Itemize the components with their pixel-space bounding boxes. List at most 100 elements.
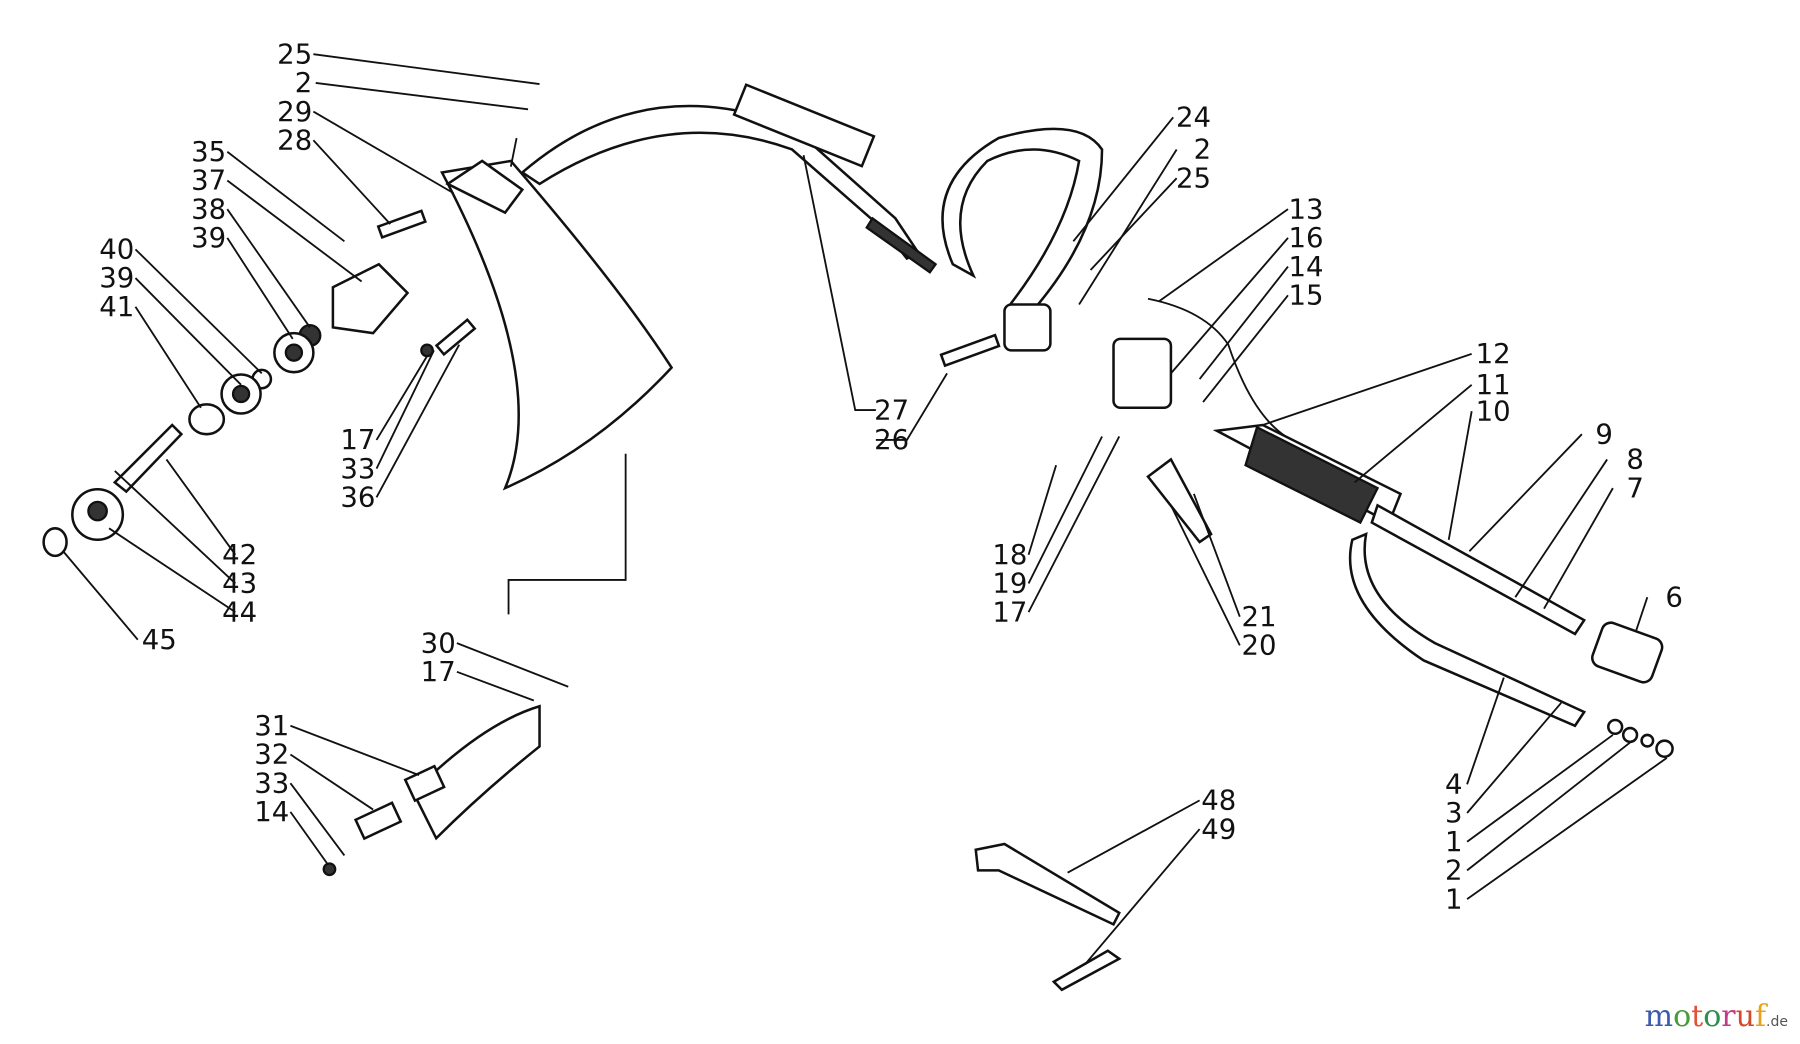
washer-1b — [1640, 733, 1655, 748]
nut-1c — [1655, 739, 1674, 759]
nut-14 — [322, 862, 337, 877]
callout-label: 33 — [340, 453, 375, 485]
throttle-block — [1112, 337, 1173, 410]
callout-label: 38 — [191, 193, 226, 225]
callout-label: 42 — [222, 539, 257, 571]
callout-label: 4 — [1445, 768, 1463, 800]
callout-label: 13 — [1289, 193, 1324, 225]
callout-label: 32 — [254, 739, 289, 771]
gear-housing — [331, 262, 410, 335]
parts — [42, 83, 1674, 992]
washer-44-nut — [87, 500, 108, 522]
callout-label: 25 — [1176, 162, 1211, 194]
watermark-letter: o — [1703, 999, 1722, 1034]
callout-label: 31 — [254, 710, 289, 742]
callout-label: 17 — [421, 656, 456, 688]
callout-label: 16 — [1289, 222, 1324, 254]
loop-handle — [941, 127, 1104, 312]
callout-label: 3 — [1445, 797, 1463, 829]
callout-label: 20 — [1241, 630, 1276, 662]
callout-label: 17 — [992, 596, 1027, 628]
callout-label: 30 — [421, 627, 456, 659]
callout-label: 7 — [1626, 472, 1644, 504]
watermark-brand: motoruf — [1645, 999, 1766, 1034]
callout-label: 26 — [874, 424, 909, 456]
watermark-letter: t — [1691, 999, 1704, 1034]
callout-label: 19 — [992, 568, 1027, 600]
cable-13 — [1147, 297, 1287, 438]
main-tube-curved — [520, 104, 921, 261]
callout-label: 44 — [222, 596, 257, 628]
callout-label: 28 — [277, 124, 312, 156]
watermark-letter: u — [1735, 999, 1755, 1034]
bearing-39a-inner — [284, 343, 304, 362]
bolt-36 — [434, 317, 477, 357]
grip-11 — [1244, 425, 1380, 525]
callout-label: 24 — [1176, 102, 1211, 134]
callout-label: 40 — [99, 234, 134, 266]
handle-clamp — [1003, 303, 1052, 352]
callout-label: 2 — [1445, 855, 1463, 887]
washer-2 — [1621, 726, 1639, 744]
guard-clamp — [445, 159, 525, 215]
callout-label: 37 — [191, 165, 226, 197]
grip-sleeve — [732, 83, 876, 168]
callout-label: 39 — [99, 262, 134, 294]
callout-label: 41 — [99, 291, 134, 323]
plate-32 — [353, 801, 403, 841]
callout-label: 6 — [1665, 581, 1683, 613]
callout-label: 48 — [1201, 785, 1236, 817]
cap-45 — [42, 527, 68, 558]
guard — [440, 159, 674, 491]
leader-lines — [62, 53, 1668, 966]
callout-label: 12 — [1476, 338, 1511, 370]
watermark-letter: m — [1644, 999, 1674, 1034]
callout-label: 8 — [1626, 444, 1644, 476]
callout-label: 9 — [1595, 418, 1613, 450]
callout-label: 33 — [254, 767, 289, 799]
watermark-letter: o — [1673, 999, 1692, 1034]
callout-label: 18 — [992, 539, 1027, 571]
callout-label: 14 — [1289, 251, 1324, 283]
spark-plug-wrench — [974, 842, 1121, 927]
lower-guard — [411, 704, 541, 841]
callout-label: 17 — [340, 424, 375, 456]
callout-label: 1 — [1445, 883, 1463, 915]
callout-label: 29 — [277, 96, 312, 128]
callout-label: 2 — [1194, 134, 1212, 166]
blade-31 — [403, 764, 446, 803]
callout-label: 25 — [277, 38, 312, 70]
nut-1a — [1607, 718, 1624, 736]
callout-label: 1 — [1445, 826, 1463, 858]
watermark-suffix: .de — [1766, 1014, 1788, 1030]
callout-label: 14 — [254, 796, 289, 828]
spanner-49 — [1051, 949, 1122, 992]
watermark-letter: f — [1754, 999, 1767, 1034]
pipe-handle-bracket — [509, 137, 518, 167]
callout-label: 35 — [191, 136, 226, 168]
bolt-28 — [376, 209, 427, 239]
throttle-trigger — [1146, 457, 1213, 544]
callout-label: 15 — [1289, 279, 1324, 311]
callout-label: 11 — [1476, 369, 1511, 401]
callout-label: 43 — [222, 568, 257, 600]
callout-label: 2 — [295, 67, 313, 99]
callout-label: 10 — [1476, 395, 1511, 427]
callout-label: 21 — [1241, 601, 1276, 633]
callout-label: 39 — [191, 222, 226, 254]
lower-tube — [1348, 531, 1587, 728]
shaft-extension — [1370, 503, 1586, 636]
watermark-logo: motoruf.de — [1645, 999, 1788, 1034]
shaft-end — [865, 216, 938, 274]
callout-label: 27 — [874, 394, 909, 426]
cap-6 — [1591, 621, 1664, 684]
circlip-41 — [188, 403, 226, 436]
bearing-39b-inner — [231, 384, 251, 404]
callout-label: 49 — [1201, 813, 1236, 845]
callout-label: 45 — [142, 624, 177, 656]
callout-labels: 25 2 29 28 35 37 38 39 40 39 41 17 33 36… — [99, 38, 1683, 915]
spindle-42 — [112, 423, 184, 494]
callout-label: 36 — [340, 482, 375, 514]
